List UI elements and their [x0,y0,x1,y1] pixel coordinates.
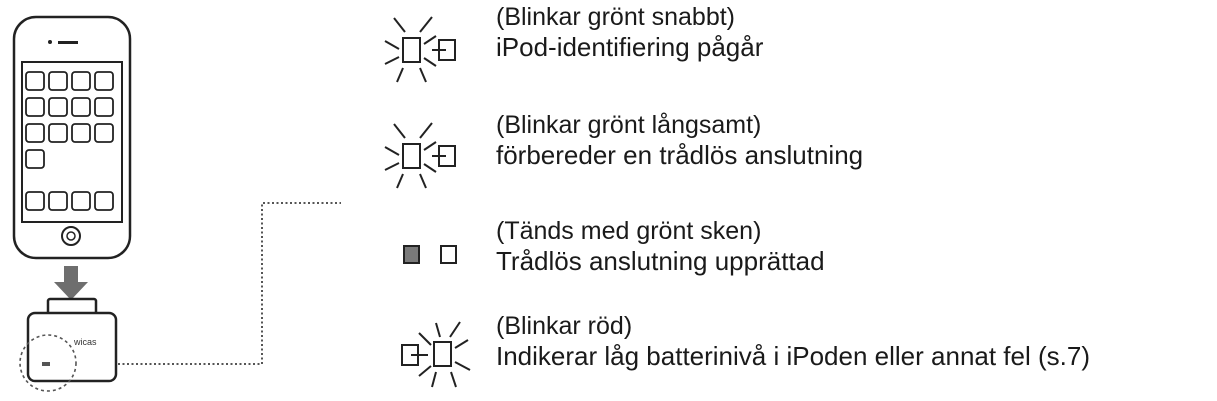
adapter-illustration: wicas [19,297,118,392]
dotted-leader-line [118,202,341,365]
status-icon-red-blink [401,321,471,388]
status-description: Trådlös anslutning upprättad [496,246,825,276]
status-row-green-fast-blink: (Blinkar grönt snabbt) iPod-identifierin… [496,2,763,62]
app-icon-grid [25,71,114,211]
status-icon-green-fast-blink [384,16,456,83]
unlit-led-square [440,245,457,264]
status-title: (Blinkar grönt långsamt) [496,111,762,139]
status-description: Indikerar låg batterinivå i iPoden eller… [496,341,1090,371]
iphone-earpiece [58,41,78,44]
status-icon-green-slow-blink [384,122,456,189]
lit-led-square [403,245,420,264]
home-button-icon [61,226,81,246]
status-row-green-steady: (Tänds med grönt sken) Trådlös anslutnin… [496,216,825,276]
down-arrow-icon [54,266,88,300]
adapter-marking: wicas [73,337,97,347]
status-row-green-slow-blink: (Blinkar grönt långsamt) förbereder en t… [496,110,863,170]
status-row-red-blink: (Blinkar röd) Indikerar låg batterinivå … [496,311,1090,371]
led-highlight-circle [19,334,77,392]
status-icon-green-steady [403,245,457,264]
adapter-body [26,311,118,383]
status-description: förbereder en trådlös anslutning [496,140,864,170]
status-title: (Tänds med grönt sken) [496,217,762,245]
iphone-camera [48,40,52,44]
status-title: (Blinkar röd) [496,312,633,340]
status-title: (Blinkar grönt snabbt) [496,3,736,31]
adapter-led [42,362,50,366]
iphone-illustration [12,15,132,260]
status-description: iPod-identifiering pågår [496,32,764,62]
